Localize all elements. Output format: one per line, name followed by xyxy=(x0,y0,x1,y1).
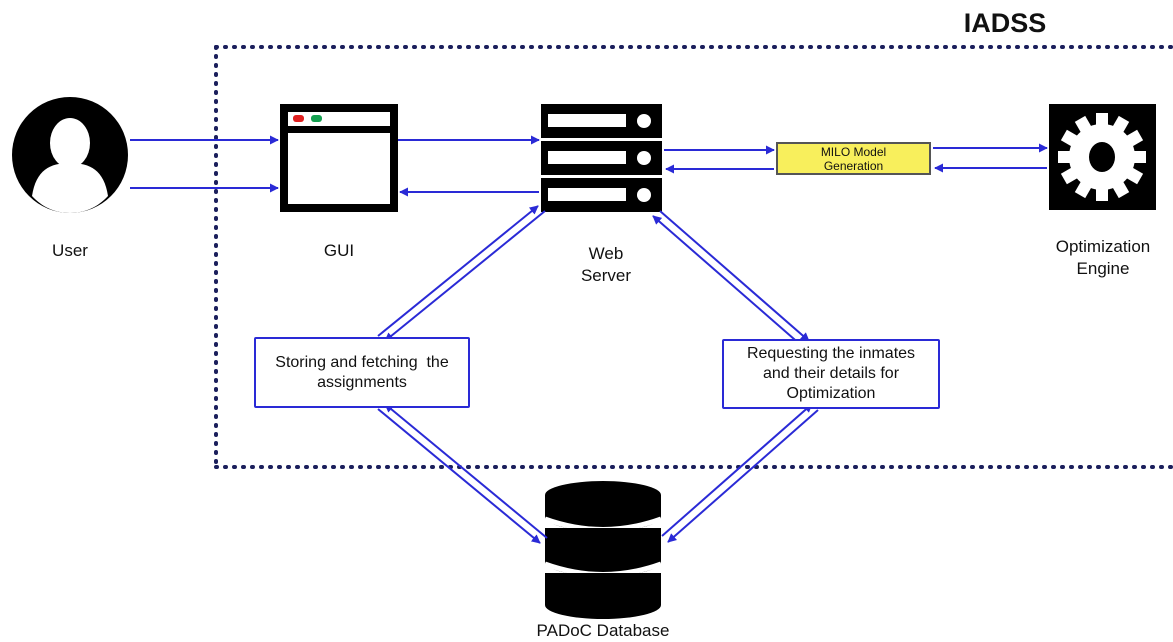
milo-model-generation-box: MILO Model Generation xyxy=(776,142,931,175)
arrow-database-to-note xyxy=(384,403,548,539)
database-icon xyxy=(544,481,662,619)
user-icon xyxy=(12,97,128,213)
gear-icon xyxy=(1049,104,1156,210)
gui-label: GUI xyxy=(323,241,355,260)
iadss-boundary xyxy=(214,45,1173,469)
requesting-inmates-note: Requesting the inmates and their details… xyxy=(722,339,940,409)
storing-fetching-note: Storing and fetching the assignments xyxy=(254,337,470,408)
arrow-server-to-request-note xyxy=(659,210,810,342)
server-rack-icon xyxy=(541,104,662,212)
arrow-note-to-server xyxy=(377,205,539,337)
optimization-engine-label: Optimization Engine xyxy=(1055,237,1151,278)
arrow-database-to-request-note xyxy=(661,403,813,537)
web-server-label: Web Server xyxy=(580,244,632,285)
arrow-server-to-note xyxy=(384,210,546,342)
system-title: IADSS xyxy=(963,8,1047,38)
arrow-request-note-to-server xyxy=(652,215,803,347)
browser-window-icon xyxy=(280,104,398,212)
arrow-request-note-to-database xyxy=(667,409,819,543)
database-label: PADoC Database xyxy=(536,621,670,640)
arrow-note-to-database xyxy=(377,408,541,544)
user-label: User xyxy=(52,241,88,260)
